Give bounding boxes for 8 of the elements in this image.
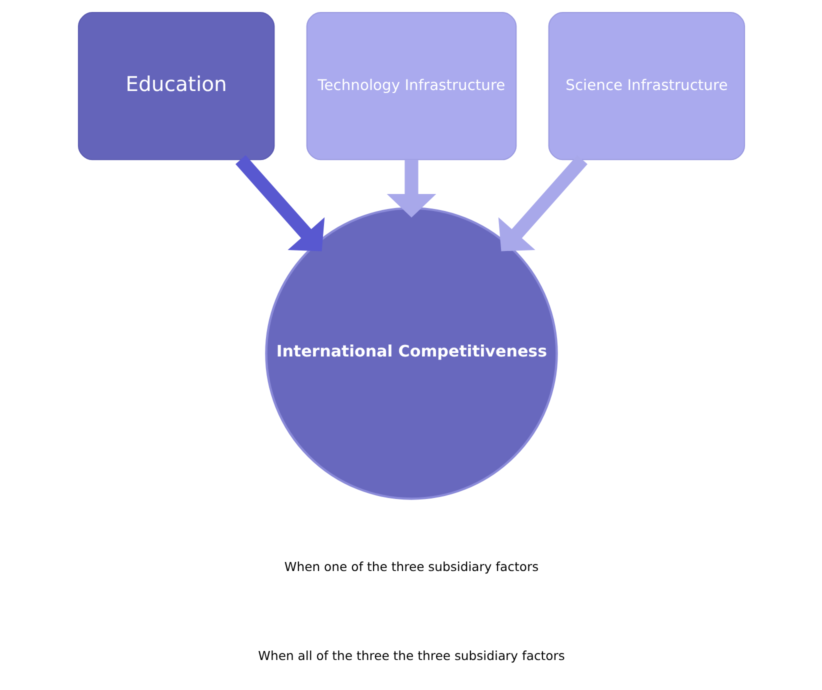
label: When one of the three subsidiary factors: [284, 558, 538, 574]
arrow: [235, 155, 324, 252]
node-circle: International Competitiveness: [264, 207, 558, 500]
label: When all of the three the three subsidiary factors: [258, 648, 564, 664]
node-box: Education: [77, 12, 274, 160]
arrow: [386, 160, 436, 218]
node-box: Technology Infrastructure: [306, 12, 516, 160]
node-box: Science Infrastructure: [548, 12, 745, 160]
